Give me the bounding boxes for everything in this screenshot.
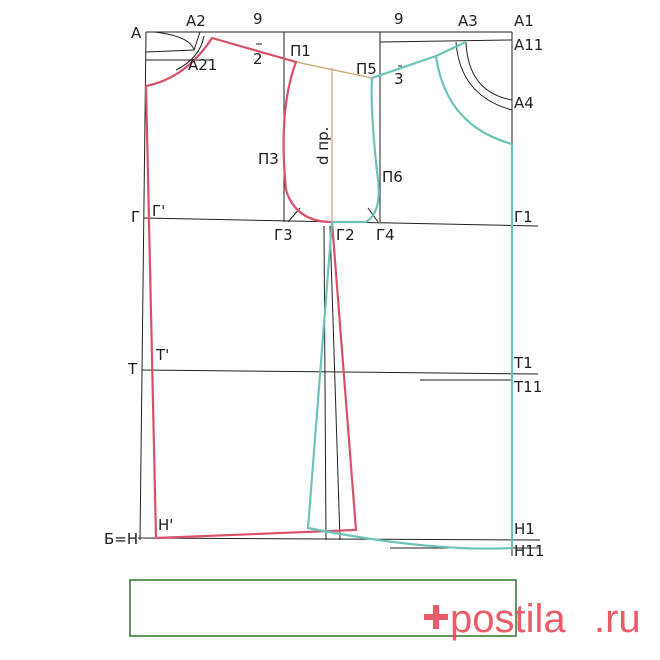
label-H-prime: Н'	[158, 516, 173, 534]
label-three: 3	[394, 70, 404, 88]
label-G3: Г3	[274, 226, 293, 244]
label-A4: А4	[514, 94, 534, 112]
label-H1: Н1	[514, 520, 535, 538]
label-T11: Т11	[513, 378, 542, 396]
label-T-prime: Т'	[155, 346, 169, 364]
hem-line	[137, 537, 541, 541]
label-two: 2	[253, 50, 263, 68]
side-guide-2	[329, 225, 341, 541]
back-neck-arc	[153, 31, 195, 51]
construction-grid	[137, 31, 541, 556]
back-neck-arc-2	[175, 35, 205, 71]
back-outline	[144, 36, 358, 540]
label-P3: П3	[258, 150, 279, 168]
label-A1: А1	[514, 12, 534, 30]
label-d-pr: d пр.	[314, 127, 332, 165]
plus-icon	[424, 605, 448, 629]
label-G-prime: Г'	[152, 202, 165, 220]
label-A21: А21	[188, 56, 217, 74]
label-P1: П1	[290, 42, 311, 60]
watermark-prefix: postila	[450, 597, 566, 641]
label-nine-right: 9	[394, 10, 404, 28]
front-neck-arc	[455, 41, 513, 111]
watermark: postila .ru	[424, 597, 641, 641]
label-T1: Т1	[513, 354, 533, 372]
shoulder-link-line	[295, 61, 373, 79]
label-G1: Г1	[514, 208, 533, 226]
label-G4: Г4	[376, 226, 395, 244]
point-labels: А А2 А21 9 2 П1 П5 9 3 А3 А1 А11 А4 d пр…	[104, 10, 544, 560]
front-outline	[306, 41, 514, 550]
left-line	[139, 31, 147, 541]
front-neck-arc-2	[465, 41, 513, 101]
label-T: Т	[127, 360, 138, 378]
label-A11: А11	[514, 36, 543, 54]
label-G2: Г2	[336, 226, 355, 244]
label-P5: П5	[356, 60, 377, 78]
label-nine-left: 9	[253, 10, 263, 28]
watermark-suffix: .ru	[594, 597, 641, 641]
label-A: А	[131, 24, 142, 42]
label-P6: П6	[382, 168, 403, 186]
side-guide-1	[323, 225, 327, 541]
label-A3: А3	[458, 12, 478, 30]
label-G: Г	[131, 208, 140, 226]
label-B-eq-H: Б=Н	[104, 530, 138, 548]
caption-box	[129, 579, 517, 637]
waist-line	[141, 369, 539, 375]
front-neck-line	[379, 39, 513, 43]
label-A2: А2	[186, 12, 206, 30]
label-H11: Н11	[514, 542, 544, 560]
